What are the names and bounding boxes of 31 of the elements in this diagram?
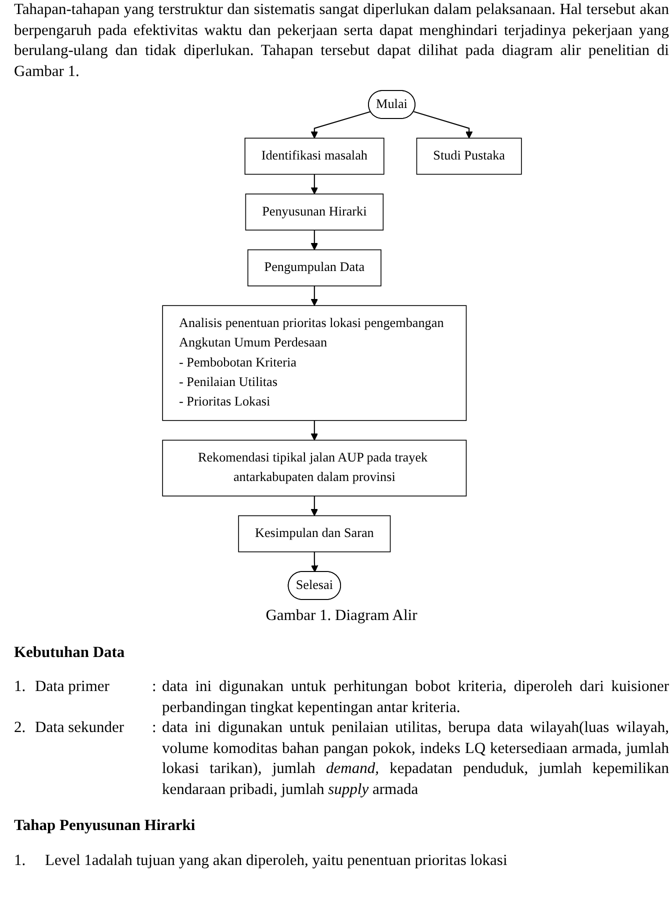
arrow: [310, 230, 318, 250]
list-number: 1.: [14, 677, 26, 697]
arrow: [310, 496, 318, 516]
list-term: Data primer: [35, 677, 110, 697]
list-term: Data sekunder: [35, 718, 124, 738]
colon: :: [152, 677, 156, 697]
arrow: [310, 174, 318, 194]
terminal-ellipse: Mulai: [368, 90, 415, 119]
terminal-ellipse: Selesai: [287, 571, 341, 600]
definition-text: data ini digunakan untuk penilaian utilitas, berupa data wilayah(luas wilayah, volume komoditas bahan pangan pokok, indeks LQ ketersediaan armada, jumlah lokasi tarikan), jumlah demand, kepadatan penduduk, jumlah kepemilikan kendaraan pribadi, jumlah supply armada: [162, 718, 669, 800]
arrow: [310, 552, 318, 572]
list-number: 1.: [14, 850, 26, 870]
arrow: [310, 420, 318, 441]
process-box: Analisis penentuan prioritas lokasi pengembangan Angkutan Umum Perdesaan - Pembobotan Kriteria - Penilaian Utilitas - Prioritas Lokasi: [162, 305, 466, 421]
arrow: [413, 111, 472, 138]
colon: :: [152, 718, 156, 738]
process-box: Penyusunan Hirarki: [244, 194, 384, 230]
list-item-text: Level 1adalah tujuan yang akan diperoleh, yaitu penentuan prioritas lokasi: [45, 850, 508, 870]
figure-caption: Gambar 1. Diagram Alir: [266, 606, 418, 626]
process-box: Identifikasi masalah: [244, 138, 384, 175]
process-box: Studi Pustaka: [416, 138, 522, 175]
section-heading: Kebutuhan Data: [14, 642, 125, 662]
definition-text: data ini digunakan untuk perhitungan bobot kriteria, diperoleh dari kuisioner perbandingan tingkat kepentingan antar kriteria.: [162, 677, 669, 718]
arrow: [310, 286, 318, 306]
list-number: 2.: [14, 718, 26, 738]
process-box: Rekomendasi tipikal jalan AUP pada trayek antarkabupaten dalam provinsi: [162, 440, 466, 496]
arrow: [310, 111, 370, 138]
section-heading: Tahap Penyusunan Hirarki: [14, 816, 196, 836]
process-box: Pengumpulan Data: [246, 249, 381, 286]
body-paragraph: Tahapan-tahapan yang terstruktur dan sistematis sangat diperlukan dalam pelaksanaan. Hal tersebut akan berpengaruh pada efektivitas waktu dan pekerjaan serta dapat menghindari terjadinya pekerjaan yang berulang-ulang dan tidak diperlukan. Tahapan tersebut dapat dilihat pada diagram alir penelitian di Gambar 1.: [14, 0, 669, 82]
process-box: Kesimpulan dan Saran: [238, 515, 390, 552]
